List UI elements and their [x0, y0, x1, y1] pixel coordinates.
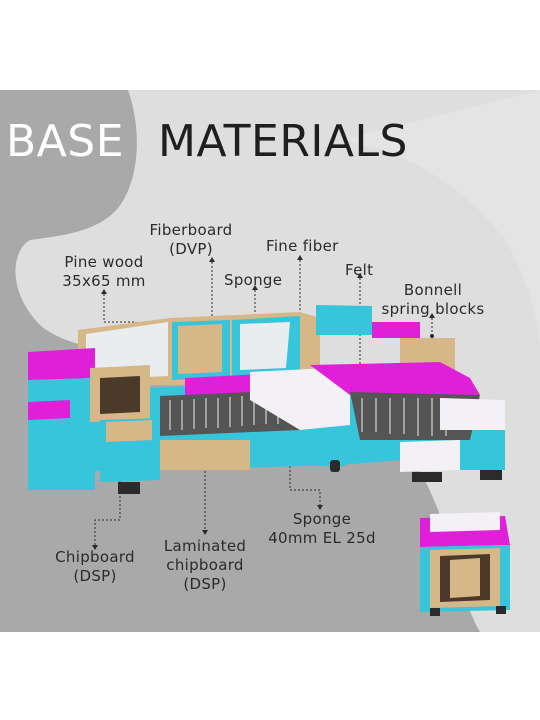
label-sponge-bottom-line2: 40mm EL 25d — [268, 529, 376, 547]
label-pine-wood-line2: 35x65 mm — [62, 272, 146, 290]
label-sponge-top: Sponge — [224, 271, 283, 289]
label-fiberboard: Fiberboard (DVP) — [146, 221, 236, 259]
label-bonnell: Bonnell spring blocks — [378, 281, 488, 319]
label-felt: Felt — [345, 261, 374, 279]
title-materials: MATERIALS — [158, 116, 408, 167]
label-chipboard-line1: Chipboard — [55, 548, 135, 566]
label-bonnell-line2: spring blocks — [381, 300, 485, 318]
label-fiberboard-line2: (DVP) — [169, 240, 213, 258]
label-laminated-line1: Laminated — [163, 537, 247, 555]
sofa-main — [28, 305, 505, 494]
label-chipboard-line2: (DSP) — [73, 567, 117, 585]
label-pine-wood: Pine wood 35x65 mm — [56, 253, 152, 291]
label-laminated-chipboard: Laminated chipboard (DSP) — [157, 537, 253, 594]
label-bonnell-line1: Bonnell — [403, 281, 463, 299]
label-pine-wood-line1: Pine wood — [64, 253, 144, 271]
label-fine-fiber: Fine fiber — [266, 237, 339, 255]
label-laminated-line3: (DSP) — [183, 575, 227, 593]
label-sponge-bottom: Sponge 40mm EL 25d — [262, 510, 382, 548]
ottoman — [420, 512, 510, 616]
label-chipboard: Chipboard (DSP) — [50, 548, 140, 586]
label-laminated-line2: chipboard — [166, 556, 244, 574]
title-base: BASE — [6, 116, 125, 167]
label-sponge-bottom-line1: Sponge — [292, 510, 352, 528]
label-fiberboard-line1: Fiberboard — [149, 221, 233, 239]
